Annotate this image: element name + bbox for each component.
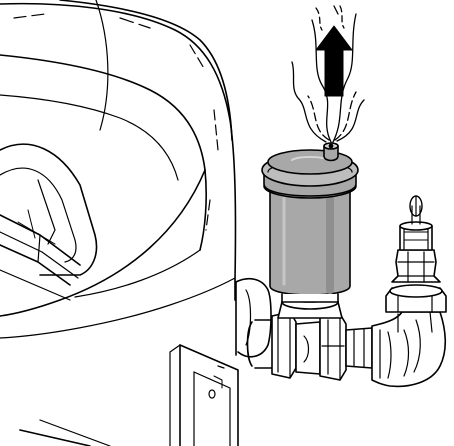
tank-outlet-stub: [235, 277, 272, 358]
burner-housing: [0, 143, 98, 301]
safety-valve: [391, 195, 441, 283]
air-vent-cap: [261, 149, 359, 199]
escaping-air-arrow: [315, 25, 353, 97]
vent-outlet: [323, 142, 339, 162]
air-vent: [269, 184, 351, 303]
pipe-tee: [246, 291, 373, 381]
mounting-bracket: [19, 344, 239, 446]
elbow-fitting: [371, 284, 447, 388]
tank-shell: [0, 0, 237, 339]
escaping-air: [291, 5, 365, 143]
